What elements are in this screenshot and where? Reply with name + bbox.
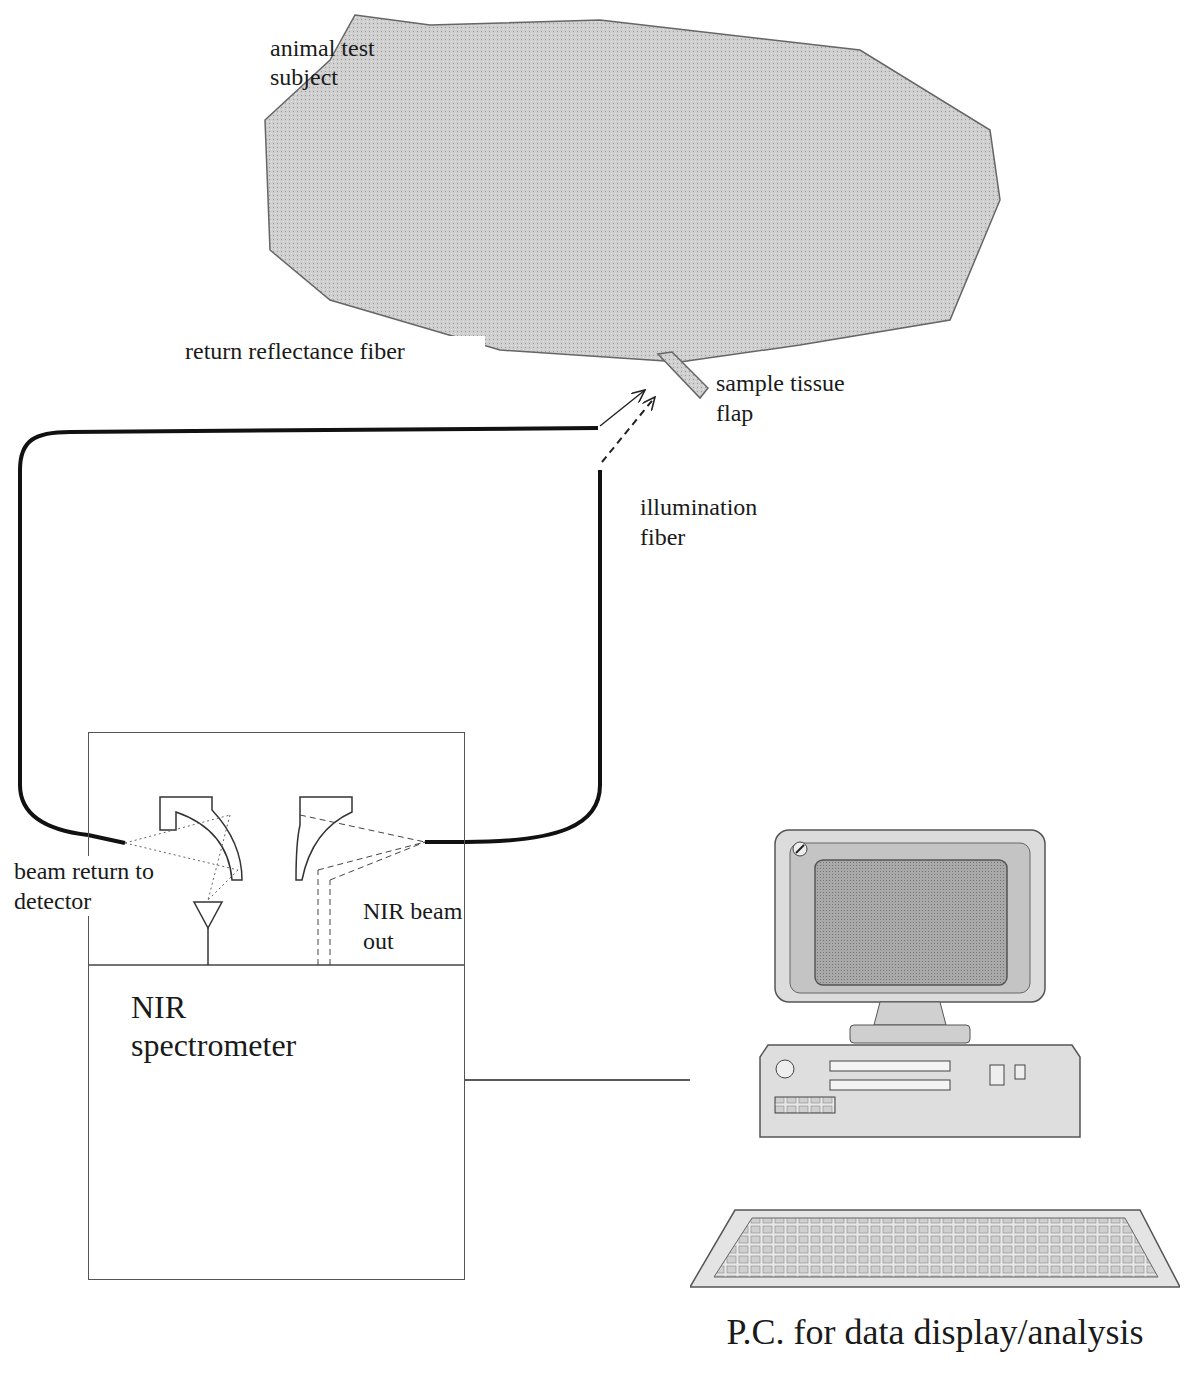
fiber-label: illumination fiber [640,492,765,552]
node-text: NIR spectrometer [131,988,336,1065]
tissue-flap [658,352,708,398]
pc-computer: P.C. for data display/analysis [690,825,1180,1370]
nir-spectrometer-box: NIR spectrometer [88,732,465,1280]
fiber-connector [465,1080,690,1081]
beam-label: beam return to detector [14,856,159,916]
node-text: P.C. for data display/analysis [690,1311,1180,1354]
beam-label: NIR beam out [363,896,463,956]
node-text: animal test subject [270,34,382,92]
animal-body [265,15,1000,362]
fiber-connector [465,397,655,842]
fiber-connector [20,390,645,835]
fiber-label: return reflectance fiber [185,336,485,366]
computer-illustration [690,825,1180,1370]
part-label: sample tissue flap [716,368,866,428]
